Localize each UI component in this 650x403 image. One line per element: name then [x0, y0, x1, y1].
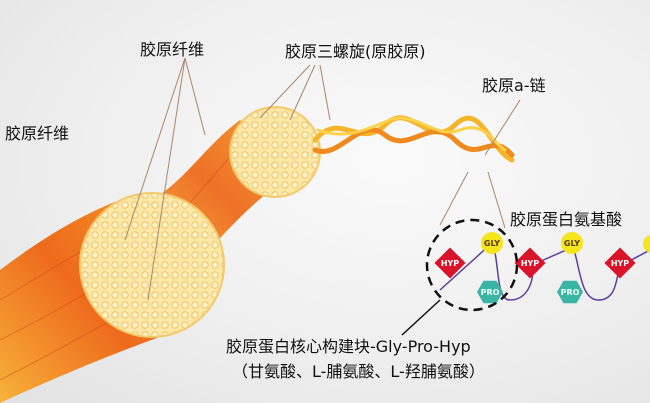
label-triple-helix: 胶原三螺旋(原胶原)	[285, 42, 426, 61]
hyp-label: HYP	[611, 259, 629, 268]
label-amino-acids: 胶原蛋白氨基酸	[510, 210, 623, 229]
label-core-block: 胶原蛋白核心构建块-Gly-Pro-Hyp	[226, 337, 471, 356]
pro-residue	[477, 280, 503, 304]
gly-residue-partial	[643, 235, 650, 253]
highlight-pointer	[401, 299, 441, 336]
hyp-label: HYP	[441, 259, 459, 268]
hyp-residue	[434, 247, 466, 279]
polypeptide-chain	[439, 241, 650, 301]
label-alpha-chain: 胶原a-链	[482, 76, 546, 95]
hyp-label: HYP	[521, 259, 539, 268]
pro-residue	[557, 280, 583, 304]
highlight-circle	[425, 218, 519, 312]
pro-label: PRO	[561, 288, 580, 297]
label-core-block-detail: （甘氨酸、L-脯氨酸、L-羟脯氨酸）	[232, 362, 485, 381]
gly-residue	[561, 232, 583, 254]
label-collagen-fiber-left: 胶原纤维	[5, 124, 70, 143]
gly-label: GLY	[564, 239, 580, 248]
fibril-cross-section	[229, 106, 321, 198]
fiber-cross-section	[79, 192, 225, 338]
pro-label: PRO	[481, 288, 500, 297]
gly-label: GLY	[484, 239, 500, 248]
gly-residue	[481, 232, 503, 254]
label-collagen-fiber-top: 胶原纤维	[140, 40, 205, 59]
triple-helix	[312, 115, 515, 163]
